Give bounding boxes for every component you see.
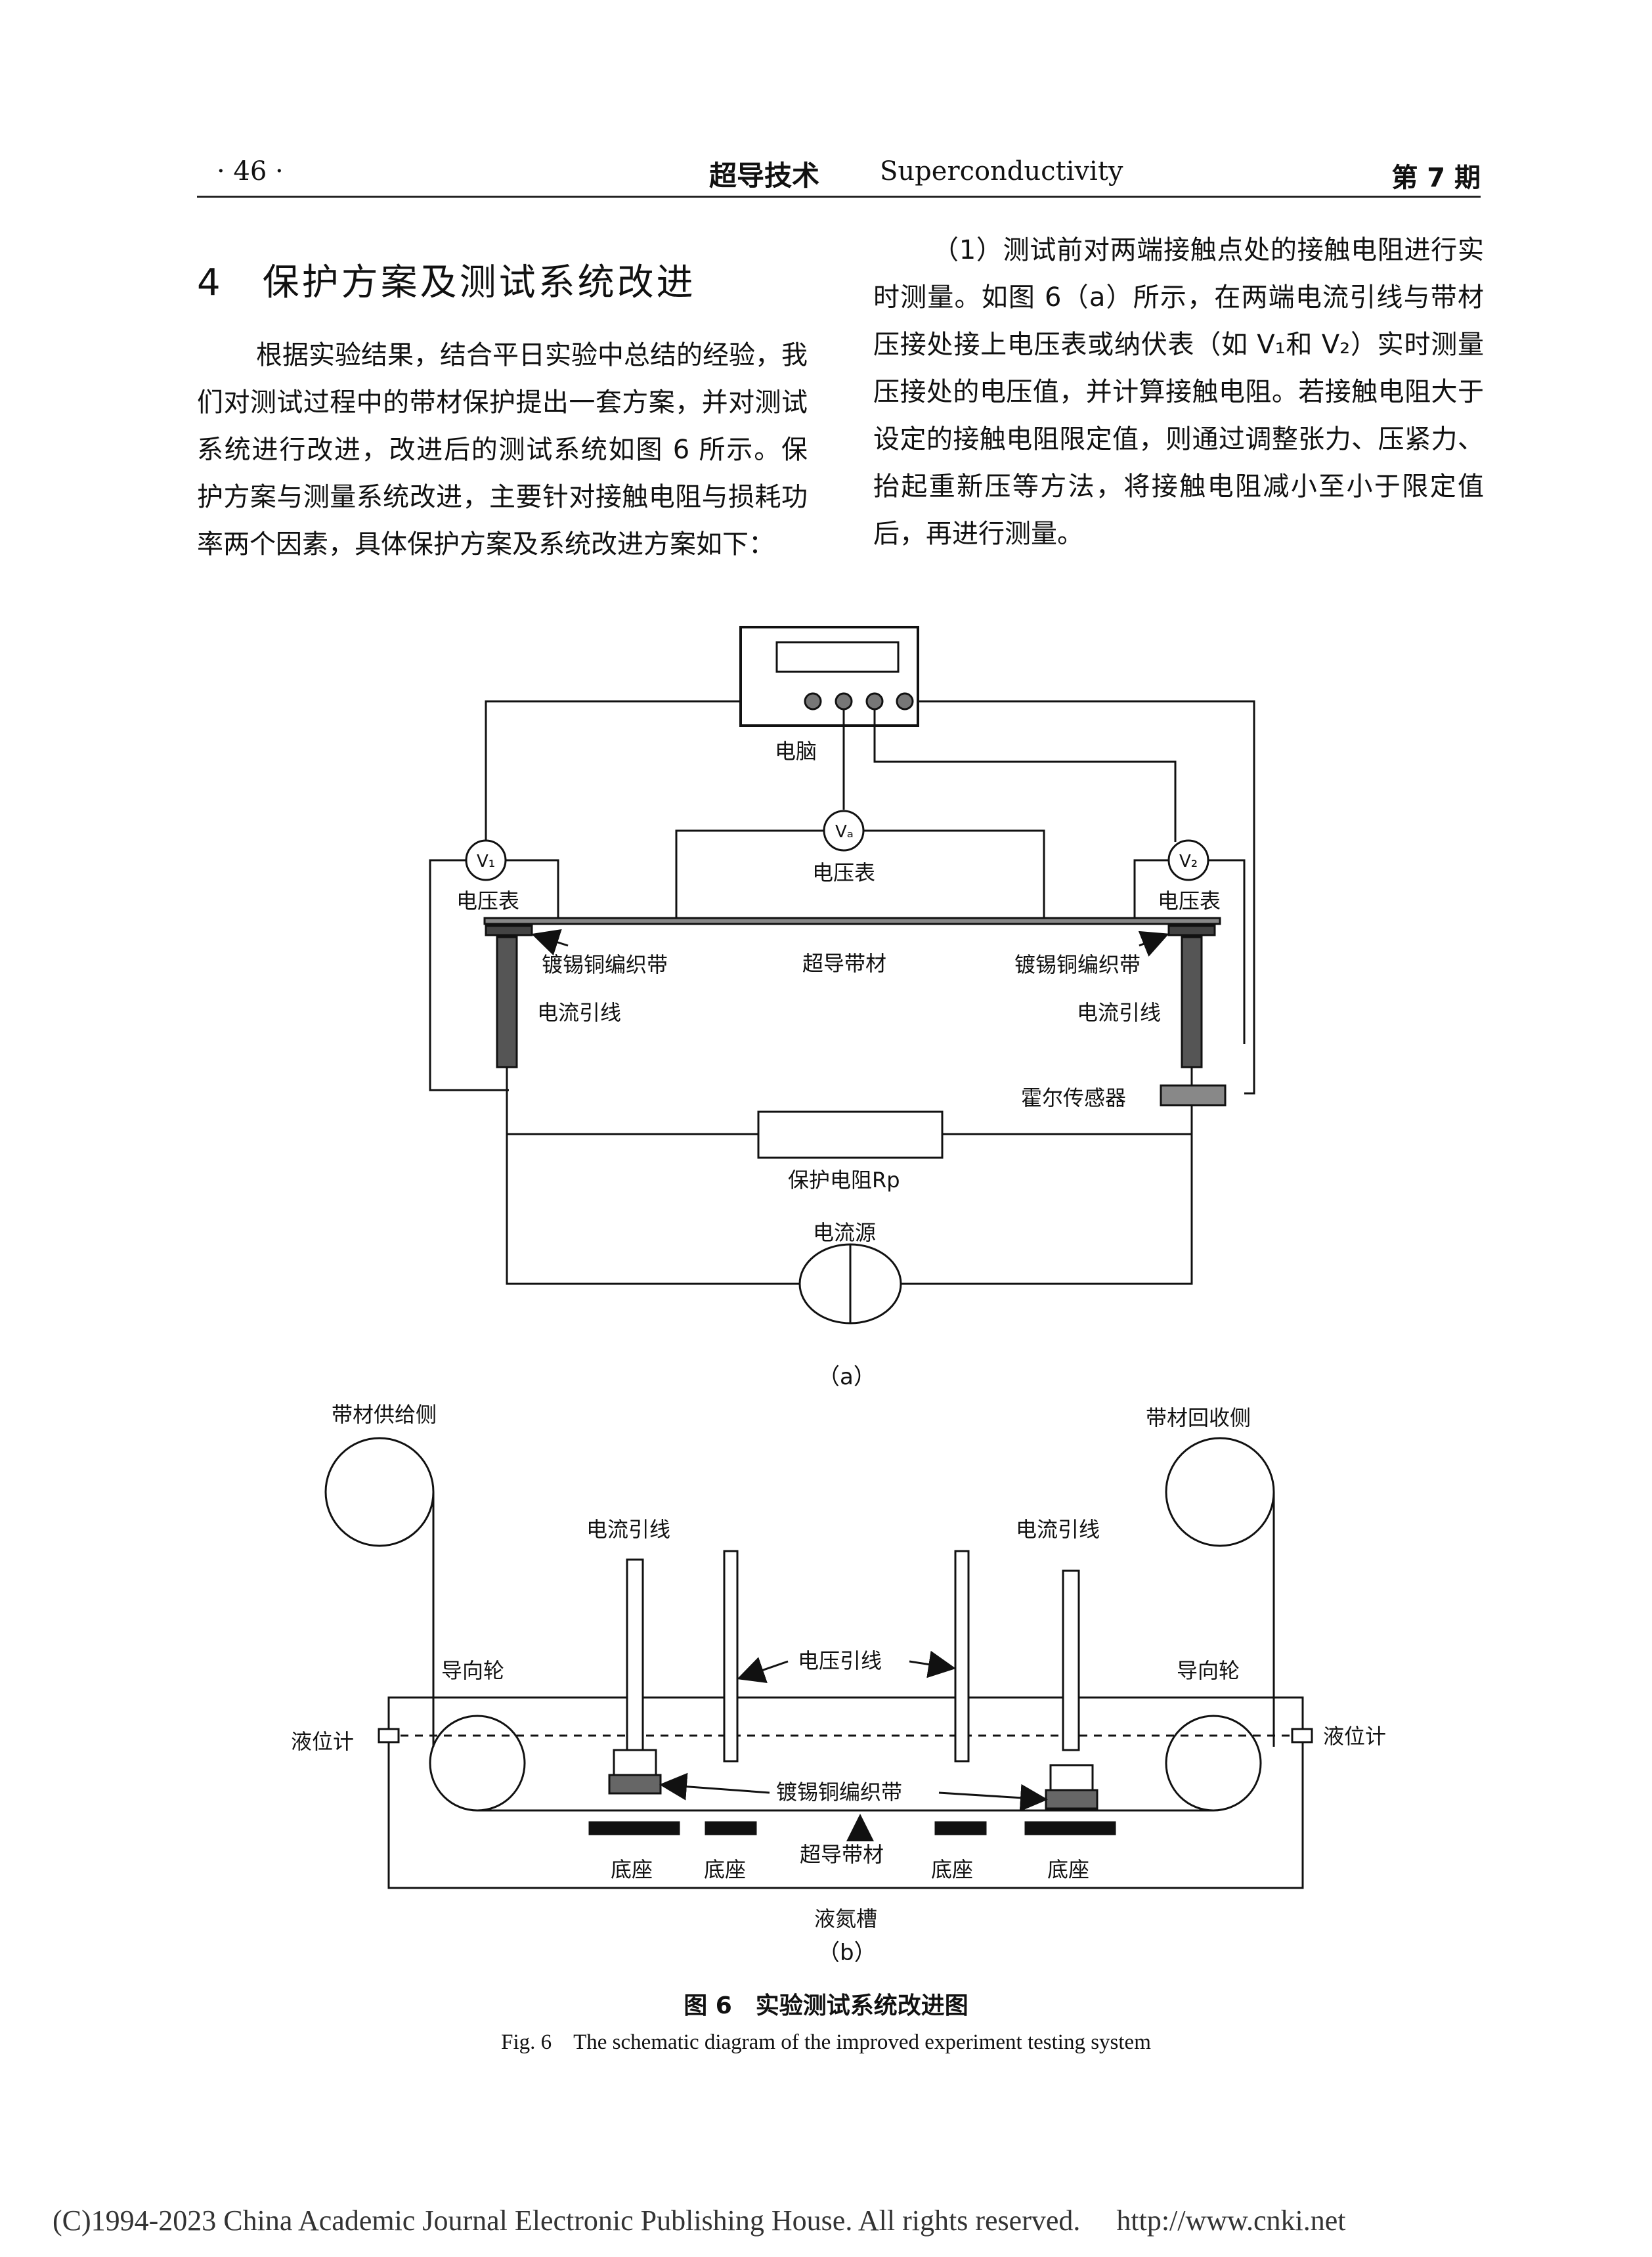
label-guide-left: 导向轮 (441, 1658, 504, 1683)
label-lead-right-b: 电流引线 (1016, 1517, 1100, 1542)
label-level-right: 液位计 (1323, 1724, 1386, 1749)
label-base-1: 底座 (611, 1857, 653, 1882)
label-level-left: 液位计 (291, 1729, 354, 1754)
label-base-4: 底座 (1047, 1857, 1089, 1882)
figure-caption-en: Fig. 6 The schematic diagram of the impr… (501, 2030, 1151, 2054)
body-paragraph-left: 根据实验结果，结合平日实验中总结的经验，我们对测试过程中的带材保护提出一套方案，… (197, 340, 808, 559)
figure-caption-cn: 图 6 实验测试系统改进图 (684, 1992, 968, 2019)
label-tape-a: 超导带材 (802, 951, 886, 976)
label-guide-right: 导向轮 (1177, 1658, 1240, 1683)
label-braid-b: 镀锡铜编织带 (776, 1780, 902, 1805)
current-lead-left (496, 936, 518, 1068)
label-v1: V₁ (477, 852, 495, 871)
figure-b (324, 1437, 1313, 1889)
sublabel-a: （a） (817, 1364, 876, 1390)
sublabel-b: （b） (817, 1940, 877, 1966)
label-recovery-side: 带材回收侧 (1146, 1405, 1251, 1430)
computer-box (739, 626, 919, 727)
section-heading: 4 保护方案及测试系统改进 (197, 261, 696, 304)
label-va: Vₐ (835, 822, 854, 842)
label-voltmeter-left: 电压表 (456, 888, 519, 913)
guide-wheel-left (429, 1715, 526, 1812)
copyright-footer: (C)1994-2023 China Academic Journal Elec… (53, 2204, 1346, 2237)
label-voltage-lead: 电压引线 (798, 1648, 882, 1673)
issue-number: 第 7 期 (1391, 163, 1481, 193)
recovery-reel (1165, 1437, 1275, 1547)
hall-sensor (1160, 1084, 1227, 1107)
page-header: · 46 · 超导技术 Superconductivity 第 7 期 (197, 156, 1481, 198)
superconducting-tape (483, 917, 1221, 925)
liquid-nitrogen-tank (387, 1696, 1304, 1889)
label-voltmeter-mid: 电压表 (812, 860, 875, 885)
label-braid-left: 镀锡铜编织带 (542, 952, 668, 977)
journal-title-en: Superconductivity (880, 156, 1123, 186)
page-number: · 46 · (217, 156, 284, 186)
label-lead-left-a: 电流引线 (537, 1000, 621, 1025)
body-paragraph-right: （1）测试前对两端接触点处的接触电阻进行实时测量。如图 6（a）所示，在两端电流… (873, 235, 1484, 549)
label-hall-sensor: 霍尔传感器 (1021, 1085, 1126, 1110)
journal-title-cn: 超导技术 (709, 160, 820, 192)
computer-screen (775, 641, 900, 673)
label-lead-left-b: 电流引线 (586, 1517, 670, 1542)
figure-a (429, 626, 1255, 1325)
label-voltmeter-right: 电压表 (1158, 888, 1221, 913)
label-braid-right: 镀锡铜编织带 (1014, 952, 1141, 977)
label-tank: 液氮槽 (814, 1906, 877, 1931)
label-computer: 电脑 (775, 739, 817, 764)
label-resistor: 保护电阻Rp (788, 1168, 900, 1193)
current-lead-right (1181, 936, 1203, 1068)
supply-reel (324, 1437, 435, 1547)
guide-wheel-right (1165, 1715, 1262, 1812)
label-base-3: 底座 (931, 1857, 973, 1882)
label-supply-side: 带材供给侧 (332, 1402, 437, 1427)
label-tape-b: 超导带材 (800, 1842, 884, 1867)
label-lead-right-a: 电流引线 (1077, 1000, 1161, 1025)
label-current-source: 电流源 (813, 1220, 876, 1245)
protection-resistor (757, 1110, 944, 1159)
label-base-2: 底座 (704, 1857, 746, 1882)
label-v2: V₂ (1179, 852, 1198, 871)
